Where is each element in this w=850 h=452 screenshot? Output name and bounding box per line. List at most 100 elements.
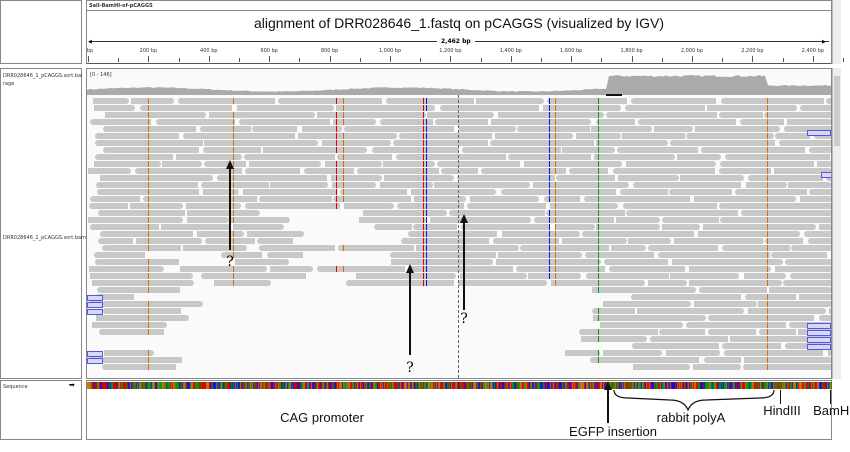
aligned-read[interactable] <box>356 273 457 279</box>
aligned-read[interactable] <box>517 126 590 132</box>
aligned-read[interactable] <box>90 224 159 230</box>
aligned-read[interactable] <box>94 105 136 111</box>
aligned-read[interactable] <box>662 224 700 230</box>
aligned-read[interactable] <box>718 168 772 174</box>
aligned-read[interactable] <box>809 189 831 195</box>
aligned-read[interactable] <box>242 189 338 195</box>
aligned-read[interactable] <box>520 245 609 251</box>
aligned-read[interactable] <box>784 126 831 132</box>
aligned-read[interactable] <box>591 308 636 314</box>
aligned-read[interactable] <box>100 231 194 237</box>
aligned-read[interactable] <box>102 308 181 314</box>
aligned-read[interactable] <box>336 105 436 111</box>
aligned-read[interactable] <box>316 112 426 118</box>
aligned-read[interactable] <box>610 245 647 251</box>
aligned-read[interactable] <box>616 217 661 223</box>
aligned-read[interactable] <box>803 231 831 237</box>
aligned-read[interactable] <box>670 273 739 279</box>
aligned-read[interactable] <box>622 203 717 209</box>
soft-clipped-read[interactable] <box>87 302 103 308</box>
aligned-read[interactable] <box>757 301 831 307</box>
aligned-read[interactable] <box>787 182 831 188</box>
aligned-read[interactable] <box>694 126 781 132</box>
aligned-read[interactable] <box>414 196 467 202</box>
aligned-read[interactable] <box>96 315 189 321</box>
aligned-read[interactable] <box>676 154 722 160</box>
aligned-read[interactable] <box>266 252 304 258</box>
aligned-read[interactable] <box>770 252 828 258</box>
aligned-read[interactable] <box>718 112 764 118</box>
aligned-read[interactable] <box>686 322 786 328</box>
aligned-read[interactable] <box>410 189 497 195</box>
aligned-read[interactable] <box>434 119 488 125</box>
aligned-read[interactable] <box>95 140 203 146</box>
aligned-read[interactable] <box>98 210 186 216</box>
aligned-read[interactable] <box>619 189 668 195</box>
aligned-read[interactable] <box>408 231 498 237</box>
aligned-read[interactable] <box>778 140 831 146</box>
aligned-read[interactable] <box>606 112 718 118</box>
aligned-read[interactable] <box>258 245 335 251</box>
aligned-read[interactable] <box>719 161 814 167</box>
aligned-read[interactable] <box>363 210 448 216</box>
aligned-read[interactable] <box>252 126 298 132</box>
aligned-read[interactable] <box>580 336 647 342</box>
aligned-read[interactable] <box>493 238 560 244</box>
aligned-read[interactable] <box>582 231 695 237</box>
aligned-read[interactable] <box>596 224 661 230</box>
aligned-read[interactable] <box>203 140 319 146</box>
aligned-read[interactable] <box>333 196 412 202</box>
aligned-read[interactable] <box>591 126 653 132</box>
aligned-read[interactable] <box>674 238 764 244</box>
aligned-read[interactable] <box>333 119 377 125</box>
aligned-read[interactable] <box>102 126 196 132</box>
aligned-read[interactable] <box>93 161 161 167</box>
aligned-read[interactable] <box>256 238 294 244</box>
aligned-read[interactable] <box>321 140 391 146</box>
aligned-read[interactable] <box>332 182 377 188</box>
aligned-read[interactable] <box>89 119 152 125</box>
aligned-read[interactable] <box>743 273 787 279</box>
aligned-read[interactable] <box>395 154 506 160</box>
aligned-read[interactable] <box>497 112 605 118</box>
aligned-read[interactable] <box>235 259 290 265</box>
header-scrollbar[interactable] <box>832 0 841 64</box>
aligned-read[interactable] <box>182 133 295 139</box>
aligned-read[interactable] <box>546 210 626 216</box>
aligned-read[interactable] <box>661 217 719 223</box>
aligned-read[interactable] <box>457 280 547 286</box>
aligned-read[interactable] <box>630 98 717 104</box>
aligned-read[interactable] <box>230 217 290 223</box>
soft-clipped-read[interactable] <box>807 330 831 336</box>
aligned-read[interactable] <box>103 147 200 153</box>
aligned-read[interactable] <box>807 238 831 244</box>
aligned-read[interactable] <box>650 336 729 342</box>
aligned-read[interactable] <box>466 203 546 209</box>
aligned-read[interactable] <box>501 189 616 195</box>
aligned-read[interactable] <box>786 119 831 125</box>
soft-clipped-read[interactable] <box>87 358 103 364</box>
aligned-read[interactable] <box>554 224 595 230</box>
aligned-read[interactable] <box>591 287 697 293</box>
aligned-read[interactable] <box>379 182 433 188</box>
aligned-read[interactable] <box>721 245 790 251</box>
aligned-read[interactable] <box>759 329 796 335</box>
aligned-read[interactable] <box>100 175 214 181</box>
aligned-read[interactable] <box>533 217 615 223</box>
aligned-read[interactable] <box>374 224 412 230</box>
aligned-read[interactable] <box>782 280 831 286</box>
aligned-read[interactable] <box>592 315 707 321</box>
aligned-read[interactable] <box>269 266 313 272</box>
aligned-read[interactable] <box>90 301 204 307</box>
aligned-read[interactable] <box>501 231 580 237</box>
aligned-read[interactable] <box>104 112 206 118</box>
aligned-read[interactable] <box>578 329 659 335</box>
aligned-read[interactable] <box>197 231 244 237</box>
aligned-read[interactable] <box>209 112 315 118</box>
soft-clipped-read[interactable] <box>87 295 103 301</box>
aligned-read[interactable] <box>490 140 594 146</box>
aligned-read[interactable] <box>699 287 767 293</box>
aligned-read[interactable] <box>790 245 831 251</box>
aligned-read[interactable] <box>457 175 555 181</box>
aligned-read[interactable] <box>745 294 796 300</box>
